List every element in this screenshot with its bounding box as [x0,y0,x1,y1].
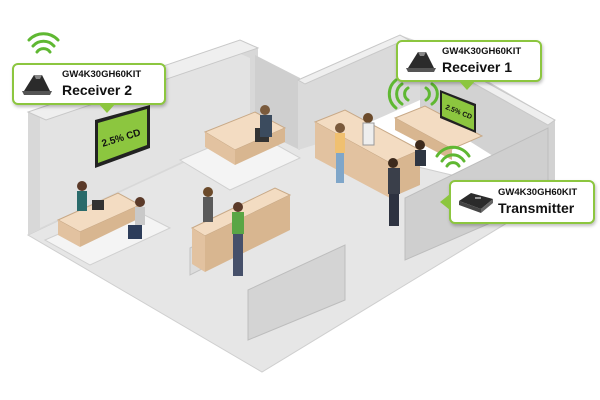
person-middle-man [232,202,244,276]
callout-transmitter: GW4K30GH60KIT Transmitter [440,180,595,224]
screen-left: 2.5% CD [95,105,150,168]
screen-right: 2.5% CD [440,90,476,133]
desk-left-side [80,205,140,247]
receiver-device-icon [22,75,52,95]
receiver-device-icon [406,52,436,72]
callout-receiver-2-model: GW4K30GH60KIT [62,69,142,80]
desk-left-front [58,220,80,247]
desk-back-right-front [395,118,452,160]
counter-right-front [315,122,390,198]
person-center-desk [260,105,272,137]
callout-receiver-1-title: Receiver 1 [442,59,513,75]
callout-tail [440,194,450,210]
desk-center-side [235,128,285,165]
callout-receiver-2-title: Receiver 2 [62,82,133,98]
signal-waves-receiver1 [387,78,439,110]
partition-front-right [247,244,346,341]
person-right-woman [335,123,345,183]
desk-center-front [205,132,235,165]
person-middle-woman [203,187,213,222]
person-right-phone [388,158,400,226]
callout-tail [98,103,116,113]
callout-transmitter-model: GW4K30GH60KIT [498,187,578,198]
callout-receiver-2: GW4K30GH60KIT Receiver 2 [12,63,166,113]
signal-waves-receiver2 [27,32,60,54]
callout-receiver-1-model: GW4K30GH60KIT [442,46,522,57]
callout-receiver-1: GW4K30GH60KIT Receiver 1 [396,40,542,90]
counter-middle-side [205,195,290,272]
transmitter-device-icon [459,193,493,213]
person-right-back [415,140,426,166]
person-left-visitor [128,197,145,239]
person-right-clerk [362,113,375,146]
monitor-left [92,200,104,210]
signal-waves-transmitter [435,145,471,168]
counter-middle-front [192,228,205,272]
person-left-seated [77,181,87,211]
callout-tail [458,80,476,90]
wall-rim-right [296,34,556,126]
callout-transmitter-title: Transmitter [498,200,575,216]
